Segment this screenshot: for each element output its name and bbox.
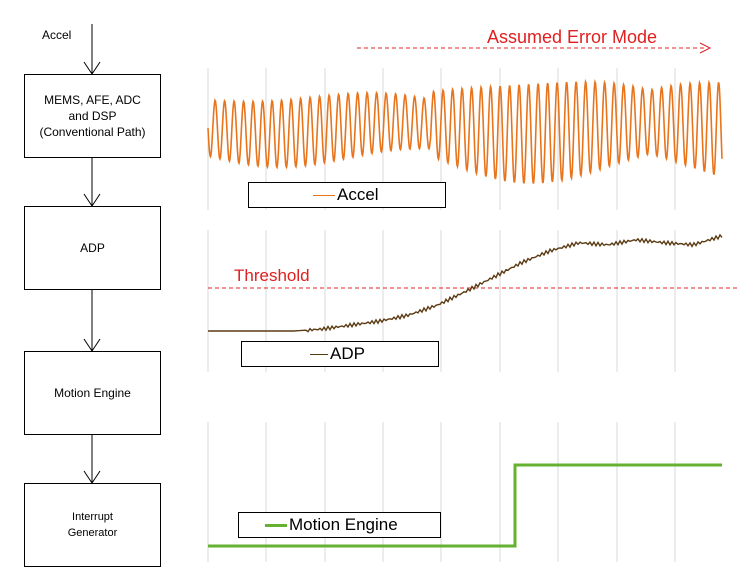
block-interrupt-label: Interrupt Generator bbox=[67, 511, 118, 539]
threshold-label: Threshold bbox=[234, 266, 310, 285]
legend-motion-label: Motion Engine bbox=[289, 515, 398, 534]
motion-engine-step-line bbox=[208, 463, 722, 548]
legend-accel-label: Accel bbox=[337, 185, 379, 204]
block-adp-label: ADP bbox=[80, 241, 105, 255]
adp-signal-line bbox=[208, 233, 723, 333]
error-mode-arrowhead bbox=[699, 42, 712, 54]
input-label: Accel bbox=[42, 28, 72, 42]
block-interrupt-generator: Interrupt Generator bbox=[24, 483, 161, 567]
signal-plots bbox=[207, 42, 740, 548]
legend-adp-label: ADP bbox=[330, 344, 365, 363]
block-mems-label: MEMS, AFE, ADC and DSP (Conventional Pat… bbox=[39, 93, 146, 139]
accel-signal-line bbox=[207, 78, 723, 184]
legend-motion-swatch bbox=[265, 523, 287, 527]
legend-adp: ADP bbox=[241, 341, 439, 367]
error-mode-annotation: Assumed Error Mode bbox=[487, 27, 658, 47]
block-motion-engine: Motion Engine bbox=[24, 351, 161, 435]
legend-adp-swatch bbox=[310, 353, 328, 355]
block-adp: ADP bbox=[24, 206, 161, 290]
block-motion-label: Motion Engine bbox=[54, 386, 131, 400]
block-mems-afe-adc-dsp: MEMS, AFE, ADC and DSP (Conventional Pat… bbox=[24, 74, 161, 158]
legend-accel: Accel bbox=[248, 182, 446, 208]
gridlines bbox=[207, 68, 676, 562]
legend-motion-engine: Motion Engine bbox=[238, 512, 441, 538]
legend-accel-swatch bbox=[313, 194, 335, 196]
